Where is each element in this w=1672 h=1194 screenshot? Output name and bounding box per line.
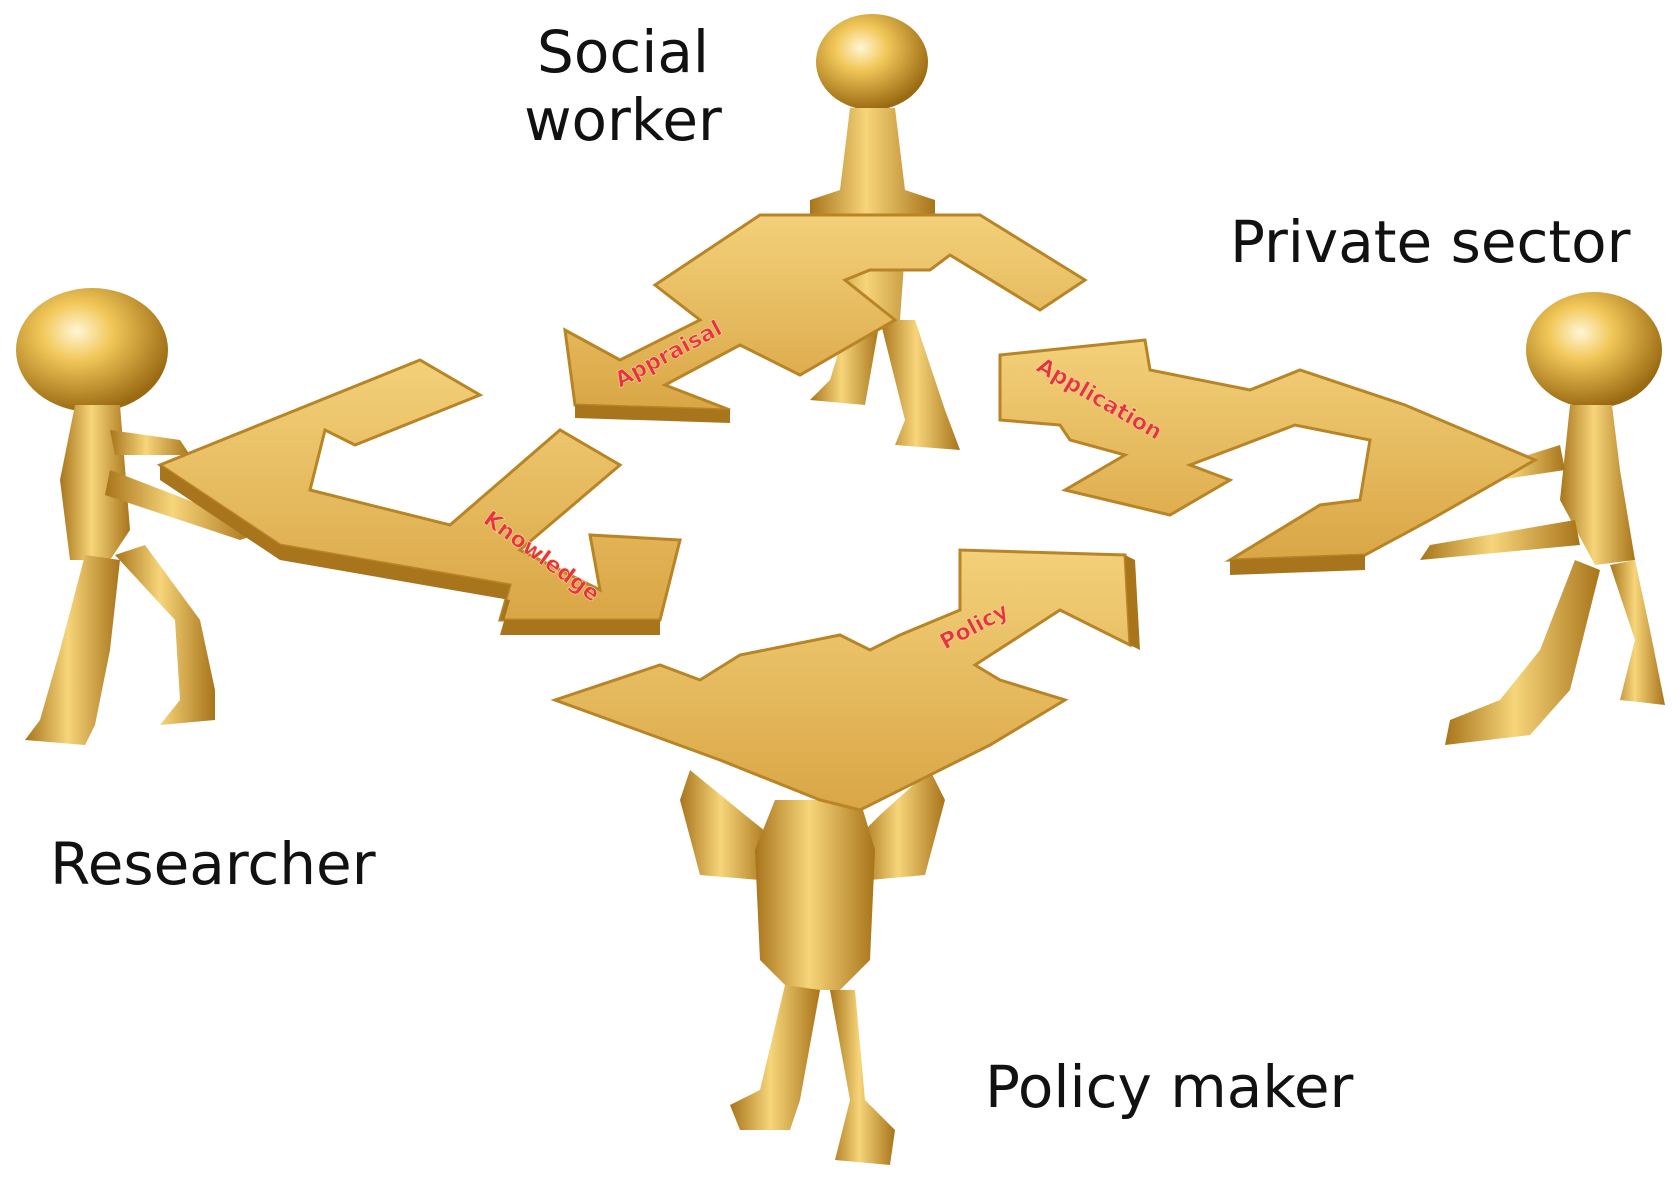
private-sector-label: Private sector [1230,208,1631,276]
social-worker-label-line-2: worker [524,86,722,155]
researcher-figure [16,288,255,745]
policy-maker-label: Policy maker [985,1053,1354,1121]
social-worker-label: Social worker [518,18,728,155]
application-arrow: Application [998,338,1539,575]
social-worker-label-line-1: Social [537,18,709,86]
private-sector-figure [1420,292,1665,745]
researcher-label: Researcher [50,830,376,898]
